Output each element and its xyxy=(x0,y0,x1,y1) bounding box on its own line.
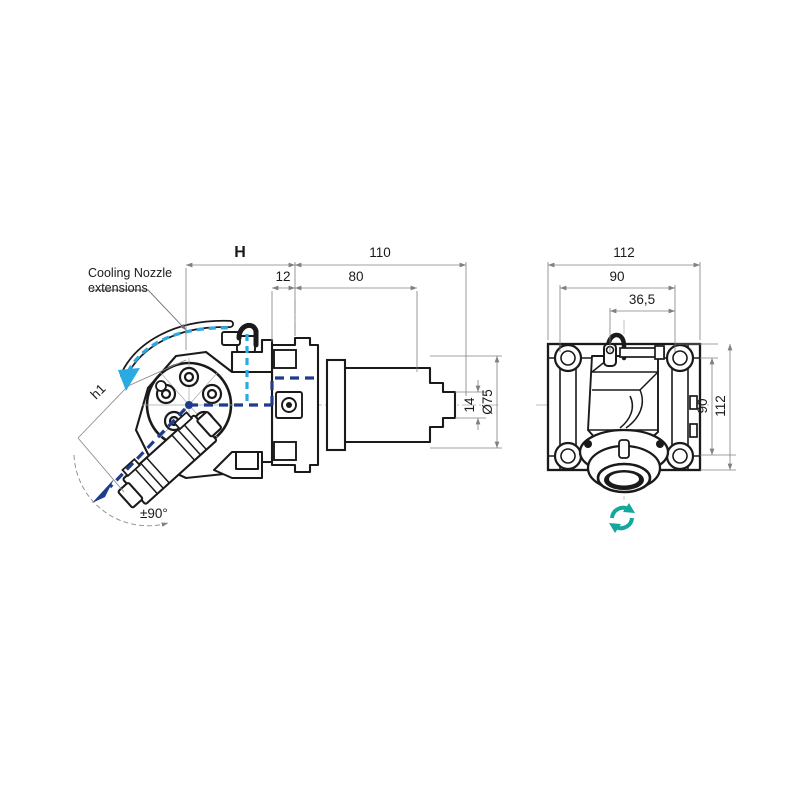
coolant-flow-arrow xyxy=(118,368,140,391)
front-corner-clamps xyxy=(553,343,695,471)
swivel-angle-label: ±90° xyxy=(140,506,168,521)
side-section-view xyxy=(117,300,500,509)
swivel-angle-arc xyxy=(73,454,169,527)
cooling-nozzle-tube-inner xyxy=(121,321,233,378)
dim-label-36-5: 36,5 xyxy=(629,292,655,307)
front-bore-assembly xyxy=(578,428,670,494)
side-dim-extension-lines xyxy=(185,262,502,449)
cooling-nozzle-label-line2: extensions xyxy=(88,281,148,295)
flange-bolt-inner xyxy=(286,402,292,408)
shank-collar xyxy=(325,358,347,452)
front-top-key-slot xyxy=(619,345,665,360)
internal-coolant-to-tool xyxy=(108,407,187,489)
front-dim-extension-lines xyxy=(547,262,736,471)
lower-support-arm xyxy=(213,451,263,479)
dim-label-14: 14 xyxy=(462,397,477,413)
dim-label-12: 12 xyxy=(275,269,290,284)
rotation-arrows-icon xyxy=(609,503,635,533)
dim-label-80: 80 xyxy=(348,269,363,284)
dim-label-diameter-75: Ø75 xyxy=(480,389,495,415)
internal-coolant-center-node xyxy=(185,401,193,409)
coolant-flow-cyan-tube xyxy=(126,326,233,373)
coolant-paths-side-view xyxy=(92,319,320,503)
dim-label-90-height: 90 xyxy=(695,398,710,413)
internal-coolant-branch xyxy=(270,376,320,405)
dim-label-H: H xyxy=(234,244,246,261)
nozzle-elbow xyxy=(236,322,259,348)
internal-coolant-arrow xyxy=(92,479,116,503)
side-view-dimensions: H 110 12 80 14 Ø75 xyxy=(185,244,502,449)
h1-pointer xyxy=(127,359,187,387)
tool-clamp-assembly xyxy=(117,411,222,509)
flange-bosses xyxy=(273,349,297,461)
front-view xyxy=(536,320,712,533)
cooling-nozzle-label-line1: Cooling Nozzle xyxy=(88,266,172,280)
cooling-nozzle-leader-line xyxy=(92,289,187,331)
front-view-dimensions: 112 90 36,5 90 112 xyxy=(547,245,736,471)
dim-label-112-width: 112 xyxy=(613,245,635,260)
dim-label-90-width: 90 xyxy=(609,269,624,284)
side-view-annotations: Cooling Nozzle extensions h1 ±90° xyxy=(73,266,187,527)
h1-leader-upper xyxy=(77,385,129,439)
dim-label-112-height: 112 xyxy=(713,395,728,417)
h1-leader-lower xyxy=(77,437,125,493)
front-side-lugs xyxy=(689,395,698,438)
dim-label-110: 110 xyxy=(369,245,391,260)
